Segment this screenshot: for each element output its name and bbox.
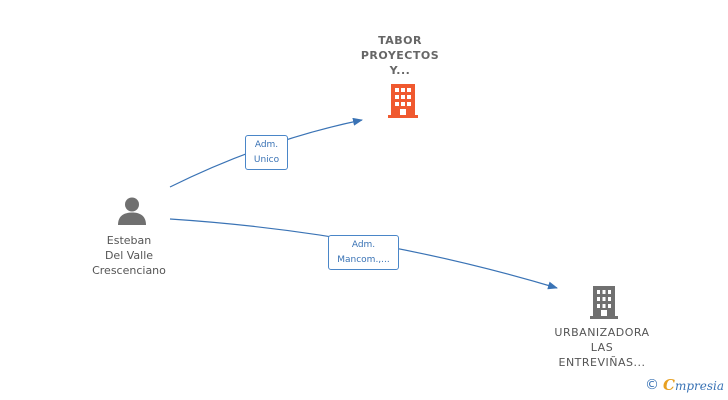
company-name-urbanizadora[interactable]: URBANIZADORA LAS ENTREVIÑAS...	[542, 325, 662, 370]
person-name-line: Del Valle	[104, 249, 154, 262]
brand-footer: © Cmpresia	[645, 376, 724, 394]
company-name-line: URBANIZADORA	[554, 326, 650, 339]
brand-logo-text: mpresia	[674, 379, 724, 393]
edge-label-line: Mancom.,...	[337, 255, 390, 265]
brand-logo-initial: C	[662, 376, 675, 394]
edge-label-line: Adm.	[351, 240, 376, 250]
copyright-icon: ©	[644, 377, 659, 393]
edge-label-line: Adm.	[254, 140, 279, 150]
person-name-line: Esteban	[106, 234, 152, 247]
edge-label-line: Unico	[253, 155, 280, 165]
building-icon[interactable]	[388, 84, 418, 118]
edge-label-role[interactable]: Adm. Unico	[245, 135, 288, 170]
person-icon[interactable]	[116, 196, 148, 226]
edge-label-role[interactable]: Adm. Mancom.,...	[328, 235, 399, 270]
company-name-line: LAS	[590, 341, 614, 354]
company-name-tabor[interactable]: TABOR PROYECTOS Y...	[340, 33, 460, 78]
company-name-line: PROYECTOS	[360, 49, 440, 62]
building-icon[interactable]	[590, 286, 618, 319]
person-name-line: Crescenciano	[92, 264, 166, 277]
company-name-line: ENTREVIÑAS...	[558, 356, 646, 369]
brand-logo[interactable]: Cmpresia	[663, 376, 724, 394]
person-name[interactable]: Esteban Del Valle Crescenciano	[79, 233, 179, 278]
company-name-line: Y...	[389, 64, 411, 77]
company-name-line: TABOR	[378, 34, 422, 47]
